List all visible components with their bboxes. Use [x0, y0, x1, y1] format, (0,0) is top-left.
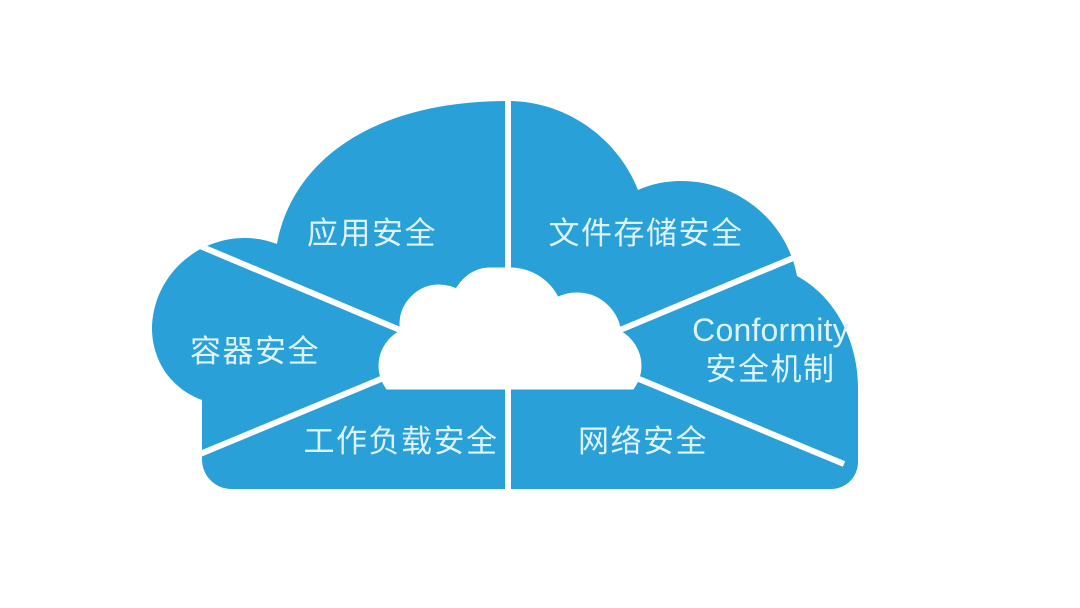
- divider-upper-right: [618, 243, 824, 333]
- segment-dividers: [174, 101, 846, 489]
- divider-lower-left: [174, 369, 400, 467]
- divider-lower-right: [620, 369, 846, 467]
- divider-upper-left: [198, 243, 402, 333]
